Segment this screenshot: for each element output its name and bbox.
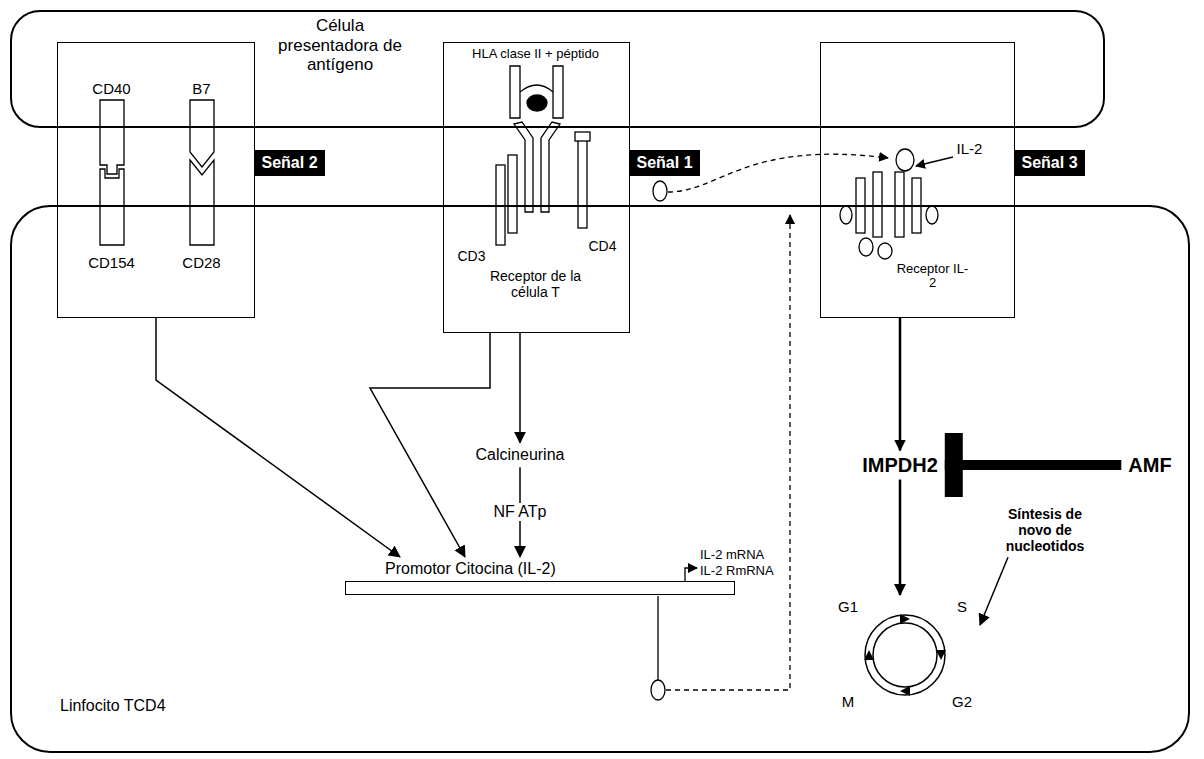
il2-molecule xyxy=(653,181,667,201)
signal-box: IL-2Receptor IL-2Señal 3 xyxy=(820,42,1015,318)
cell-cycle xyxy=(864,614,946,696)
inhibition-bar xyxy=(945,433,963,497)
cell-cycle-node: G1 S G2 M xyxy=(830,595,980,715)
transcript-label: IL-2 RmRNA xyxy=(700,564,774,579)
promoter-region: Promotor Citocina (IL-2) xyxy=(345,557,735,597)
signal-arrow xyxy=(370,333,490,557)
process-note: Síntesis de novo de nucleotidos xyxy=(988,503,1102,557)
promoter-bar xyxy=(345,581,735,595)
secretion-path xyxy=(666,215,790,690)
signal-arrow xyxy=(156,318,400,557)
node-text: AMF xyxy=(1128,454,1171,477)
jak-molecule xyxy=(926,206,938,224)
node-text: G1 xyxy=(838,598,858,615)
node-text: Receptor de la célula T xyxy=(471,268,601,300)
cd4-molecule xyxy=(575,132,590,141)
hla-chain xyxy=(553,66,563,118)
node-text: CD28 xyxy=(182,254,220,271)
drug-label: AMF xyxy=(1121,451,1178,480)
il2-molecule xyxy=(896,149,914,171)
signal-tag: Señal 1 xyxy=(630,150,700,176)
node-text: CD3 xyxy=(457,248,485,264)
cd28-molecule xyxy=(190,160,214,245)
transcript-label: IL-2 mRNA xyxy=(700,548,764,563)
node-text: Calcineurina xyxy=(476,446,565,464)
il2-receptor xyxy=(840,149,938,259)
node-text: B7 xyxy=(192,80,210,97)
signal-tag: Señal 3 xyxy=(1015,150,1085,176)
jak-molecule xyxy=(859,238,873,256)
inhibition-line xyxy=(945,460,1122,470)
node-text: Célula presentadora de antígeno xyxy=(270,16,410,75)
secretion-path xyxy=(668,154,888,192)
signal-box: HLA clase II + péptidoCD3 CD4Receptor de … xyxy=(443,42,630,333)
signal-tag: Señal 2 xyxy=(255,150,325,176)
signal-box: CD40B7CD154CD28Señal 2 xyxy=(57,42,255,318)
cd154-molecule xyxy=(100,169,124,245)
node-text: IL-2 xyxy=(957,140,983,157)
cycle-arrow xyxy=(864,650,874,660)
cycle-arrow xyxy=(900,686,910,696)
peptide xyxy=(527,95,547,111)
hla-groove xyxy=(520,85,553,92)
b7-molecule xyxy=(190,100,214,167)
signal-arrow xyxy=(899,480,902,596)
node-text: M xyxy=(842,693,855,710)
node-text: CD154 xyxy=(88,254,135,271)
il2-molecule xyxy=(651,680,665,700)
node-text: Receptor IL-2 xyxy=(895,262,970,292)
cycle-arrow xyxy=(900,614,910,624)
cd4-molecule xyxy=(578,140,587,228)
node-text: Promotor Citocina (IL-2) xyxy=(385,560,556,578)
cd40-molecule xyxy=(100,100,124,174)
node-text: Linfocito TCD4 xyxy=(60,697,166,715)
node-text: CD4 xyxy=(588,238,616,254)
node-text: G2 xyxy=(952,693,972,710)
jak-molecule xyxy=(878,243,892,259)
cycle-ring xyxy=(865,615,945,695)
cell-outline: Célula presentadora de antígeno xyxy=(10,10,1105,128)
node-text: IMPDH2 xyxy=(862,454,938,477)
cell-outline: Linfocito TCD4 CalcineurinaPromotor Citoc… xyxy=(10,205,1190,753)
hla-chain xyxy=(510,66,520,118)
jak-molecule xyxy=(840,206,852,224)
transcript-line xyxy=(657,596,658,680)
il2-secretion xyxy=(651,154,888,700)
signal-arrow xyxy=(899,318,902,451)
tcr-chain xyxy=(541,122,560,212)
node-text: S xyxy=(957,598,967,615)
signal-arrow xyxy=(980,557,1008,625)
transcription-arrow xyxy=(685,568,697,581)
leader-line xyxy=(916,157,953,166)
cycle-arrow xyxy=(936,650,946,660)
cycle-ring xyxy=(873,623,937,687)
tcr-complex xyxy=(496,66,590,245)
enzyme-label: IMPDH2 xyxy=(855,451,945,480)
process-label: Calcineurina xyxy=(469,443,572,467)
node-text: Síntesis de novo de nucleotidos xyxy=(995,506,1095,554)
signal-arrow xyxy=(519,333,521,443)
node-text: CD40 xyxy=(92,80,130,97)
costimulatory-molecules xyxy=(100,100,214,245)
node-text: HLA clase II + péptido xyxy=(461,47,611,62)
cd3-chain xyxy=(508,155,517,233)
edge-label: NF ATp xyxy=(490,503,549,521)
